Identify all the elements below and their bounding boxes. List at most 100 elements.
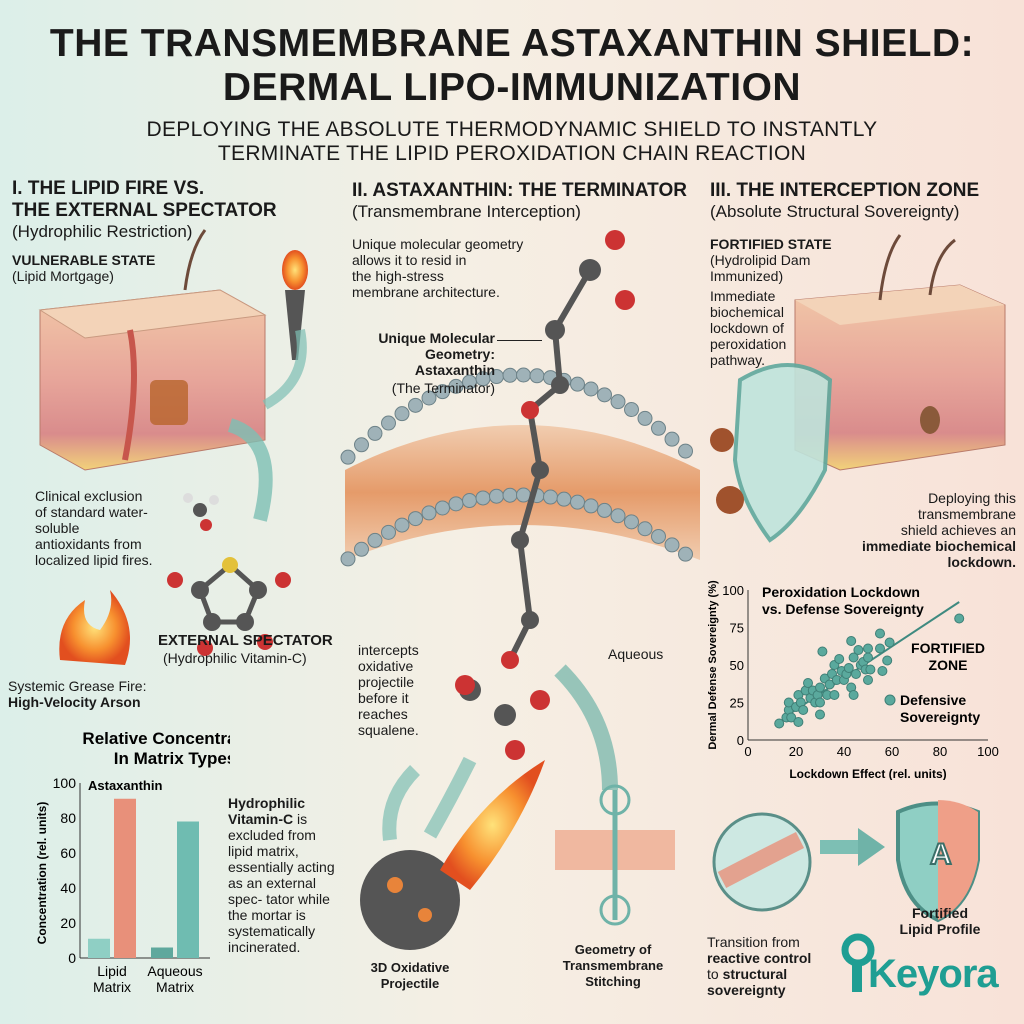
scatter-point: [815, 682, 825, 693]
text-line: Unique Molecular: [378, 330, 495, 346]
text-line: Lipid Profile: [899, 921, 981, 937]
section2-heading: II. ASTAXANTHIN: THE TERMINATOR: [352, 180, 687, 201]
lipid-head: [367, 425, 383, 441]
external-spectator-label: EXTERNAL SPECTATOR: [158, 632, 333, 649]
lipid-head: [597, 387, 612, 403]
x-tick-label: 40: [837, 744, 851, 759]
text-line: peroxidation: [710, 336, 787, 352]
arrow-icon: [227, 418, 273, 522]
lipid-head: [381, 415, 396, 431]
heading-line: THE EXTERNAL SPECTATOR: [12, 200, 277, 221]
scatter-point: [817, 646, 828, 657]
lipid-head: [637, 410, 653, 426]
text-line: intercepts: [358, 642, 419, 658]
legend-label: Defensive: [900, 692, 966, 708]
lipid-head: [610, 394, 626, 410]
text-line: the high-stress: [352, 268, 444, 284]
text-line: Immediate: [710, 288, 776, 304]
text-line: 3D Oxidative: [370, 960, 450, 975]
fortified-skin-block-illustration: [794, 234, 1006, 471]
scatter-point: [848, 652, 859, 663]
text-line: pathway.: [710, 352, 765, 368]
section3-subheading: (Absolute Structural Sovereignty): [710, 202, 960, 221]
scatter-point: [824, 679, 835, 690]
subtitle-line: DEPLOYING THE ABSOLUTE THERMODYNAMIC SHI…: [146, 118, 878, 141]
lipid-head: [664, 537, 680, 553]
lipid-head: [502, 367, 518, 383]
y-tick-label: 75: [730, 621, 744, 636]
bar-chart: Relative ConcentrationIn Matrix Types020…: [35, 729, 230, 995]
text-line: Immunized): [710, 268, 784, 284]
text-line: soluble: [35, 520, 80, 536]
scatter-point: [786, 712, 797, 723]
lipid-head: [678, 546, 693, 562]
bar: [177, 821, 199, 958]
lipid-head: [354, 437, 369, 453]
title-line: THE TRANSMEMBRANE ASTAXANTHIN SHIELD:: [49, 22, 975, 65]
scatter-point: [863, 643, 873, 654]
scatter-point: [798, 705, 809, 715]
x-tick-label: 0: [744, 744, 751, 759]
text-line: biochemical: [710, 304, 784, 320]
chart-note-bold: Hydrophilic Vitamin-C: [228, 795, 306, 827]
text-line: Geometry:: [424, 346, 495, 362]
scatter-point: [846, 636, 857, 646]
lipid-head: [394, 406, 410, 422]
scatter-title: vs. Defense Sovereignty: [762, 601, 924, 617]
grease-fire-icon: [59, 590, 130, 665]
lipid-head: [421, 505, 437, 521]
lipid-head: [624, 402, 639, 418]
lipid-head: [529, 368, 545, 384]
text-line: before it: [358, 690, 409, 706]
page-title: THE TRANSMEMBRANE ASTAXANTHIN SHIELD:DER…: [0, 22, 1024, 110]
scatter-point: [848, 690, 859, 700]
scatter-point: [863, 675, 873, 685]
lipid-head: [637, 521, 653, 537]
lipid-head: [543, 489, 558, 505]
y-axis-label: Concentration (rel. units): [35, 802, 49, 945]
shield-icon: [732, 363, 833, 543]
heading-line: I. THE LIPID FIRE VS.: [12, 178, 205, 199]
lipid-head: [651, 528, 666, 544]
legend-label: Astaxanthin: [88, 778, 162, 793]
text-line: Clinical exclusion: [35, 488, 143, 504]
bar: [151, 947, 173, 958]
scatter-point: [834, 654, 845, 664]
scatter-title: Peroxidation Lockdown: [762, 584, 920, 600]
lipid-head: [624, 514, 639, 530]
transition-to: to: [707, 966, 719, 982]
aqueous-label: Aqueous: [608, 646, 664, 662]
lipid-head: [610, 508, 626, 524]
x-axis-label: Lockdown Effect (rel. units): [789, 767, 946, 780]
keyora-logo-icon: [841, 933, 875, 992]
y-tick-label: 0: [737, 733, 744, 748]
lipid-head: [583, 381, 599, 397]
y-tick-label: 50: [730, 658, 744, 673]
text-line: allows it to resid in: [352, 252, 467, 268]
scatter-point: [865, 664, 876, 675]
scatter-point: [843, 663, 854, 673]
transition-circle-icon: [712, 812, 812, 912]
text-line: Stitching: [585, 974, 641, 989]
scatter-point: [783, 697, 794, 708]
projectile-icon: [716, 486, 744, 514]
text-line: squalene.: [358, 722, 419, 738]
callout-line: [497, 340, 542, 341]
y-tick-label: 25: [730, 696, 744, 711]
text-line: localized lipid fires.: [35, 552, 153, 568]
scatter-point: [863, 652, 873, 663]
fortified-state-label: FORTIFIED STATE: [710, 236, 832, 252]
scatter-point: [815, 709, 825, 720]
lipid-head: [651, 420, 666, 436]
text-line: Fortified: [912, 905, 968, 921]
oxidative-projectile-icon: [360, 760, 545, 950]
x-tick-label: 100: [977, 744, 999, 759]
lipid-head: [583, 498, 599, 514]
y-tick-label: 100: [53, 775, 77, 791]
transition-bold: structural: [722, 966, 788, 982]
